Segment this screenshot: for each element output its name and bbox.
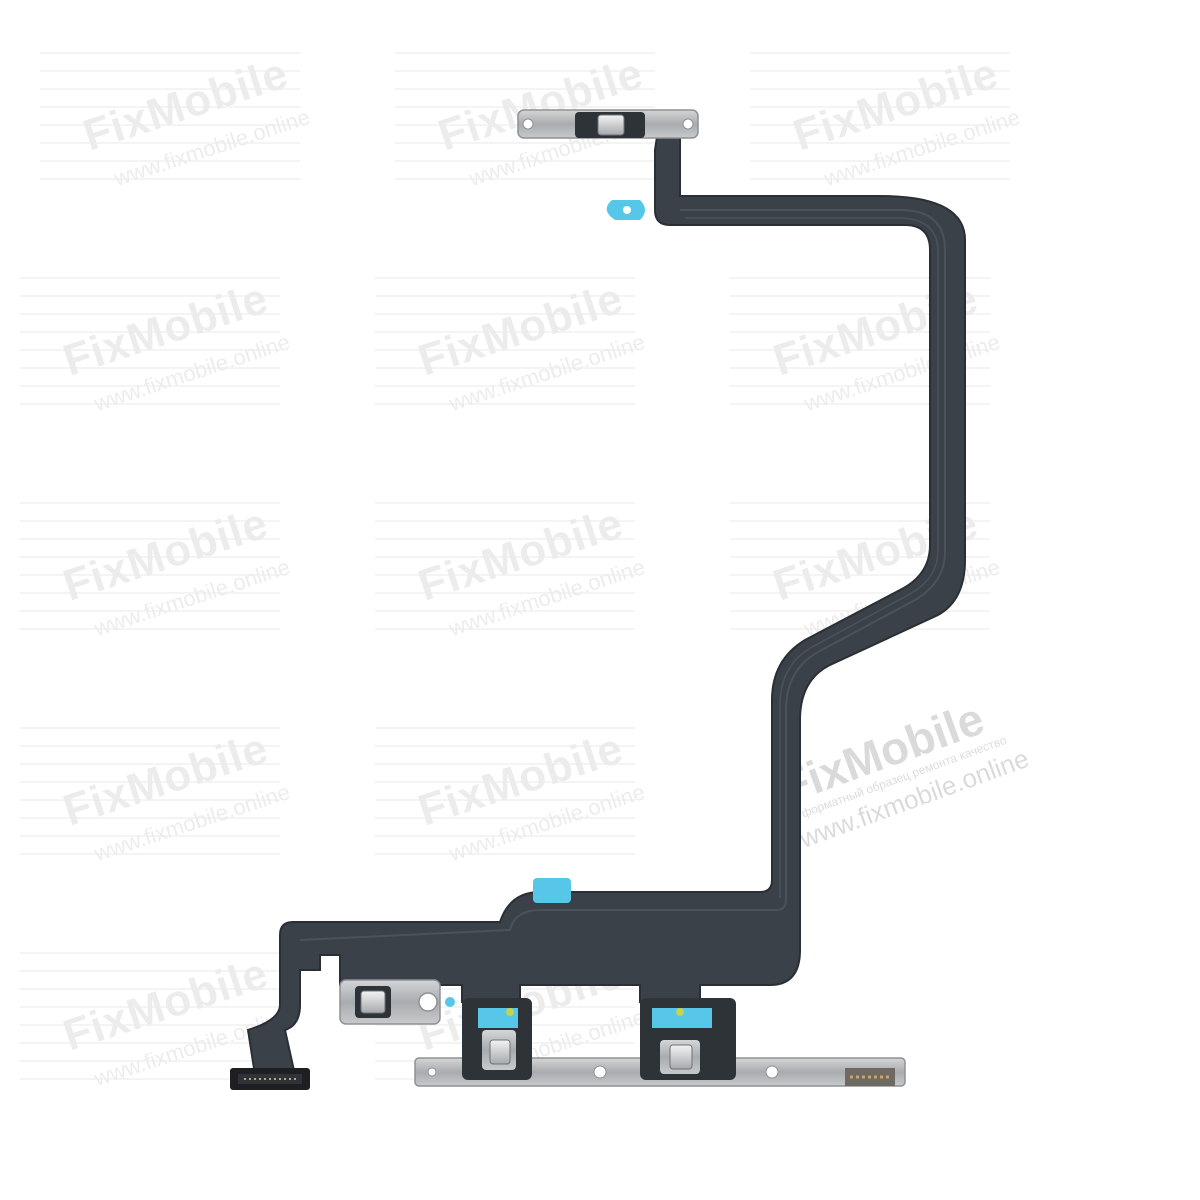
adhesive-tab-icon	[445, 997, 455, 1007]
switch-button-icon	[640, 998, 736, 1080]
connector-icon	[230, 1068, 310, 1090]
switch-button-icon	[462, 998, 532, 1080]
top-metal-bracket	[517, 109, 699, 139]
flex-cable-body	[246, 129, 966, 1076]
left-metal-bracket	[339, 979, 441, 1025]
adhesive-tab-icon	[533, 878, 571, 903]
